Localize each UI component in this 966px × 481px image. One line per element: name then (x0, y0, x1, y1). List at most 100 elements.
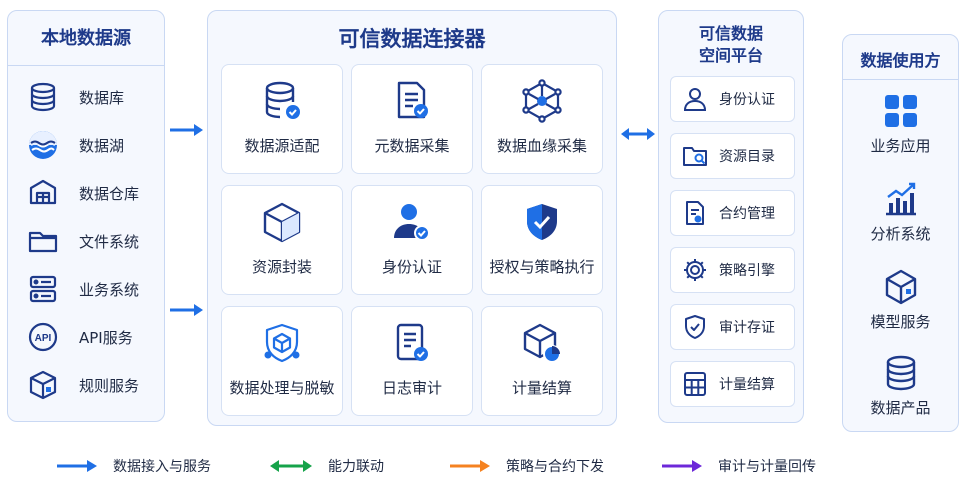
data-consumer-panel: 数据使用方 业务应用 分析系统 模型服务 数据产品 (842, 34, 959, 432)
legend-policy-contract: 策略与合约下发 (448, 455, 604, 477)
cube-chart-icon (482, 321, 602, 365)
divider (843, 79, 958, 80)
card-label: 数据血缘采集 (496, 137, 587, 155)
source-label: 数据湖 (79, 136, 125, 155)
trusted-data-space-panel: 可信数据 空间平台 身份认证 资源目录 合约管理 策略引擎 审计存证 计量结算 (658, 10, 804, 423)
shield-check-icon (680, 312, 710, 342)
consumer-data-product[interactable]: 数据产品 (843, 355, 958, 418)
consumer-label: 业务应用 (870, 137, 931, 155)
card-datasource-adapter[interactable]: 数据源适配 (221, 64, 343, 174)
space-item-label: 资源目录 (719, 149, 775, 165)
cube-icon (222, 200, 342, 244)
card-metering-settlement[interactable]: 计量结算 (481, 306, 603, 416)
server-icon (26, 272, 60, 306)
consumer-business-app[interactable]: 业务应用 (843, 93, 958, 156)
folder-search-icon (680, 141, 710, 171)
card-resource-packaging[interactable]: 资源封装 (221, 185, 343, 295)
source-file-system[interactable]: 文件系统 (26, 223, 156, 259)
consumer-label: 数据产品 (870, 399, 931, 417)
consumer-title: 数据使用方 (860, 51, 941, 70)
card-label: 数据处理与脱敏 (229, 379, 335, 397)
card-label: 计量结算 (511, 379, 572, 397)
source-rule-service[interactable]: 规则服务 (26, 367, 156, 403)
source-label: API服务 (79, 328, 133, 347)
consumer-model-service[interactable]: 模型服务 (843, 269, 958, 332)
card-label: 数据源适配 (244, 137, 320, 155)
card-lineage-collection[interactable]: 数据血缘采集 (481, 64, 603, 174)
source-data-lake[interactable]: 数据湖 (26, 127, 156, 163)
shield-process-icon (222, 321, 342, 365)
card-metadata-collection[interactable]: 元数据采集 (351, 64, 473, 174)
data-warehouse-icon (26, 176, 60, 210)
legend-arrow-blue (57, 460, 97, 472)
card-label: 日志审计 (381, 379, 442, 397)
source-label: 业务系统 (79, 280, 140, 299)
document-check-icon (352, 79, 472, 123)
gear-icon (680, 255, 710, 285)
consumer-label: 分析系统 (870, 225, 931, 243)
database-icon (843, 355, 958, 391)
legend-audit-metering: 审计与计量回传 (660, 455, 816, 477)
card-label: 元数据采集 (374, 137, 450, 155)
model-cube-icon (843, 269, 958, 305)
card-label: 授权与策略执行 (489, 258, 595, 276)
source-label: 文件系统 (79, 232, 140, 251)
source-label: 数据库 (79, 88, 125, 107)
contract-icon (680, 198, 710, 228)
source-api-service[interactable]: API API服务 (26, 319, 156, 355)
user-icon (680, 84, 710, 114)
legend-arrow-green (270, 460, 312, 472)
legend-capability-linkage: 能力联动 (268, 455, 384, 477)
source-data-warehouse[interactable]: 数据仓库 (26, 175, 156, 211)
card-processing-masking[interactable]: 数据处理与脱敏 (221, 306, 343, 416)
data-access-arrow (170, 124, 203, 136)
space-item-label: 合约管理 (719, 206, 775, 222)
card-label: 资源封装 (251, 258, 312, 276)
shield-icon (482, 200, 602, 244)
connector-title: 可信数据连接器 (338, 27, 486, 51)
legend-label: 审计与计量回传 (718, 459, 816, 475)
space-identity-auth[interactable]: 身份认证 (670, 76, 795, 122)
card-authorization-policy[interactable]: 授权与策略执行 (481, 185, 603, 295)
consumer-label: 模型服务 (870, 313, 931, 331)
space-policy-engine[interactable]: 策略引擎 (670, 247, 795, 293)
api-icon: API (26, 320, 60, 354)
analytics-icon (843, 181, 958, 217)
local-data-sources-title: 本地数据源 (41, 28, 131, 49)
space-title: 可信数据 空间平台 (659, 23, 803, 67)
local-data-sources-panel: 本地数据源 数据库 数据湖 数据仓库 文件系统 业务系统 API API服务 (7, 10, 165, 422)
trusted-data-connector-panel: 可信数据连接器 数据源适配 元数据采集 数据血缘采集 资源封装 身份认证 授权 (207, 10, 617, 426)
space-metering-settlement[interactable]: 计量结算 (670, 361, 795, 407)
source-label: 数据仓库 (79, 184, 140, 203)
space-audit-evidence[interactable]: 审计存证 (670, 304, 795, 350)
divider (8, 65, 164, 66)
card-identity-auth[interactable]: 身份认证 (351, 185, 473, 295)
source-business-system[interactable]: 业务系统 (26, 271, 156, 307)
source-database[interactable]: 数据库 (26, 79, 156, 115)
legend-label: 数据接入与服务 (113, 459, 211, 475)
log-check-icon (352, 321, 472, 365)
legend-label: 策略与合约下发 (506, 459, 604, 475)
space-contract-management[interactable]: 合约管理 (670, 190, 795, 236)
api-icon-text: API (35, 333, 52, 344)
source-label: 规则服务 (79, 376, 140, 395)
space-title-line1: 可信数据 (698, 24, 763, 43)
space-resource-catalog[interactable]: 资源目录 (670, 133, 795, 179)
data-lake-icon (26, 128, 60, 162)
legend-arrow-purple (662, 460, 702, 472)
card-log-audit[interactable]: 日志审计 (351, 306, 473, 416)
space-item-label: 身份认证 (719, 92, 775, 108)
legend-label: 能力联动 (328, 459, 384, 475)
data-access-arrow (170, 304, 203, 316)
space-title-line2: 空间平台 (698, 46, 763, 65)
rule-box-icon (26, 368, 60, 402)
user-check-icon (352, 200, 472, 244)
app-grid-icon (843, 93, 958, 129)
space-item-label: 策略引擎 (719, 263, 775, 279)
space-item-label: 计量结算 (719, 377, 775, 393)
space-item-label: 审计存证 (719, 320, 775, 336)
consumer-analytics[interactable]: 分析系统 (843, 181, 958, 244)
database-icon (26, 80, 60, 114)
folder-icon (26, 224, 60, 258)
database-check-icon (222, 79, 342, 123)
